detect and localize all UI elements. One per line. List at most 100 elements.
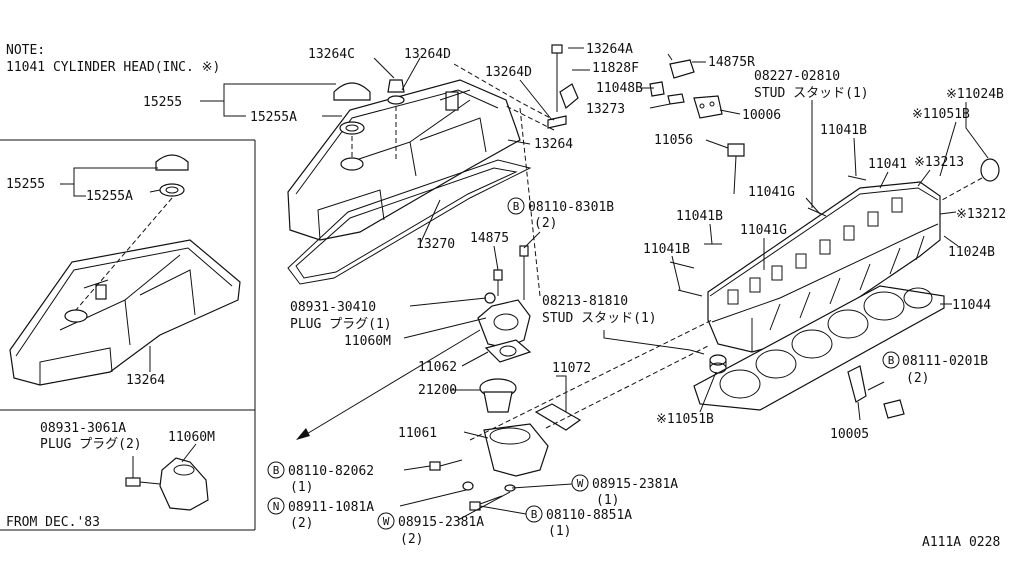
label-11041: 11041: [868, 157, 907, 172]
label-inset-08931-3061a: 08931-3061A: [40, 421, 126, 436]
water-outlet-11060m: [477, 245, 531, 349]
label-13212: ※13212: [956, 207, 1006, 222]
label-08227-02810: 08227-02810: [754, 69, 840, 84]
label-15255: 15255: [143, 95, 182, 110]
label-10005: 10005: [830, 427, 869, 442]
marker-bolt-08110-8301b: B: [507, 197, 525, 215]
label-08911-qty: (2): [290, 516, 313, 531]
label-11041b-mid: 11041B: [676, 209, 723, 224]
label-08111-0201b: 08111-0201B: [902, 354, 988, 369]
marker-bolt-08110-82062: B: [267, 461, 285, 479]
label-08110-82062-qty: (1): [290, 480, 313, 495]
label-from-dec-83: FROM DEC.'83: [6, 515, 100, 530]
marker-letter: B: [531, 508, 538, 521]
pcv-fitting-14875r: [667, 53, 695, 79]
inset-oil-cap: [75, 154, 189, 311]
label-11041b-left: 11041B: [643, 242, 690, 257]
label-08915-2381a-top-qty: (1): [596, 493, 619, 508]
plate-10006: [693, 95, 723, 119]
label-08915-2381a-top: 08915-2381A: [592, 477, 678, 492]
label-11061: 11061: [398, 426, 437, 441]
label-11060m: 11060M: [344, 334, 391, 349]
marker-washer-08915-a: W: [571, 474, 589, 492]
inset-rocker-cover: [9, 239, 241, 386]
label-13264d: 13264D: [485, 65, 532, 80]
plug-13212: [941, 158, 1000, 201]
marker-letter: B: [273, 464, 280, 477]
label-inset-08931-desc: PLUG プラグ(2): [40, 437, 142, 452]
marker-washer-08915-b: W: [377, 512, 395, 530]
label-08213-81810: 08213-81810: [542, 294, 628, 309]
label-11041g-top: 11041G: [748, 185, 795, 200]
label-11024b: 11024B: [948, 245, 995, 260]
label-21200: 21200: [418, 383, 457, 398]
head-gasket-11044: [693, 285, 945, 411]
label-08110-8851a: 08110-8851A: [546, 508, 632, 523]
thermostat-21200: [479, 378, 517, 413]
label-11056: 11056: [654, 133, 693, 148]
leader-lines: [60, 47, 989, 521]
thermostat-housing-11061: [483, 423, 549, 477]
label-11048b: 11048B: [596, 81, 643, 96]
oil-cap: [333, 82, 371, 158]
cylinder-head: [707, 181, 941, 353]
label-14875r: 14875R: [708, 55, 755, 70]
label-11828f: 11828F: [592, 61, 639, 76]
label-inset-11060m: 11060M: [168, 430, 215, 445]
label-08110-8301b: 08110-8301B: [528, 200, 614, 215]
label-inset-15255: 15255: [6, 177, 45, 192]
label-08931-30410: 08931-30410: [290, 300, 376, 315]
bracket-13273: [667, 93, 685, 105]
marker-bolt-08111: B: [882, 351, 900, 369]
inset-water-outlet: [125, 443, 209, 511]
marker-nut-08911: N: [267, 497, 285, 515]
label-08911-1081a: 08911-1081A: [288, 500, 374, 515]
label-13264c: 13264C: [308, 47, 355, 62]
label-11041b-top: 11041B: [820, 123, 867, 138]
rocker-cover-main: [287, 79, 521, 241]
marker-letter: B: [888, 354, 895, 367]
label-10006: 10006: [742, 108, 781, 123]
label-08110-8301b-qty: (2): [534, 216, 557, 231]
label-11041g-mid: 11041G: [740, 223, 787, 238]
bolt-13264a: [505, 44, 567, 131]
label-08110-82062: 08110-82062: [288, 464, 374, 479]
dowel-11051b: [709, 354, 727, 374]
label-11044: 11044: [952, 298, 991, 313]
label-11024b-top: ※11024B: [946, 87, 1004, 102]
label-13264: 13264: [534, 137, 573, 152]
label-08915-2381a: 08915-2381A: [398, 515, 484, 530]
label-08111-qty: (2): [906, 371, 929, 386]
diagram-code: A111A 0228: [922, 535, 1000, 550]
label-08227-desc: STUD スタッド(1): [754, 86, 869, 101]
marker-letter: N: [273, 500, 280, 513]
label-08931-30410-desc: PLUG プラグ(1): [290, 317, 392, 332]
label-inset-15255a: 15255A: [86, 189, 133, 204]
marker-bolt-08110-8851a: B: [525, 505, 543, 523]
bolt-11056: [727, 143, 745, 195]
label-15255a: 15255A: [250, 110, 297, 125]
note-text: 11041 CYLINDER HEAD(INC. ※): [6, 60, 220, 75]
head-studs: [669, 175, 867, 355]
label-11062: 11062: [418, 360, 457, 375]
inset-frame: [0, 139, 256, 531]
label-13264d-top: 13264D: [404, 47, 451, 62]
grommet-13264c: [387, 79, 405, 160]
lower-fasteners: [429, 459, 516, 511]
label-14875: 14875: [470, 231, 509, 246]
label-08213-desc: STUD スタッド(1): [542, 311, 657, 326]
label-11051b-top: ※11051B: [912, 107, 970, 122]
fitting-11048b: [649, 81, 665, 97]
gasket-11072: [534, 403, 582, 431]
pcv-hose-11828f: [559, 83, 579, 110]
assembly-dashed-lines: [453, 63, 713, 441]
label-13264a: 13264A: [586, 42, 633, 57]
label-inset-13264: 13264: [126, 373, 165, 388]
rocker-cover-gasket: [287, 159, 532, 285]
note-title: NOTE:: [6, 43, 45, 58]
label-11072: 11072: [552, 361, 591, 376]
bracket-10005: [847, 365, 905, 419]
marker-letter: W: [577, 477, 584, 490]
